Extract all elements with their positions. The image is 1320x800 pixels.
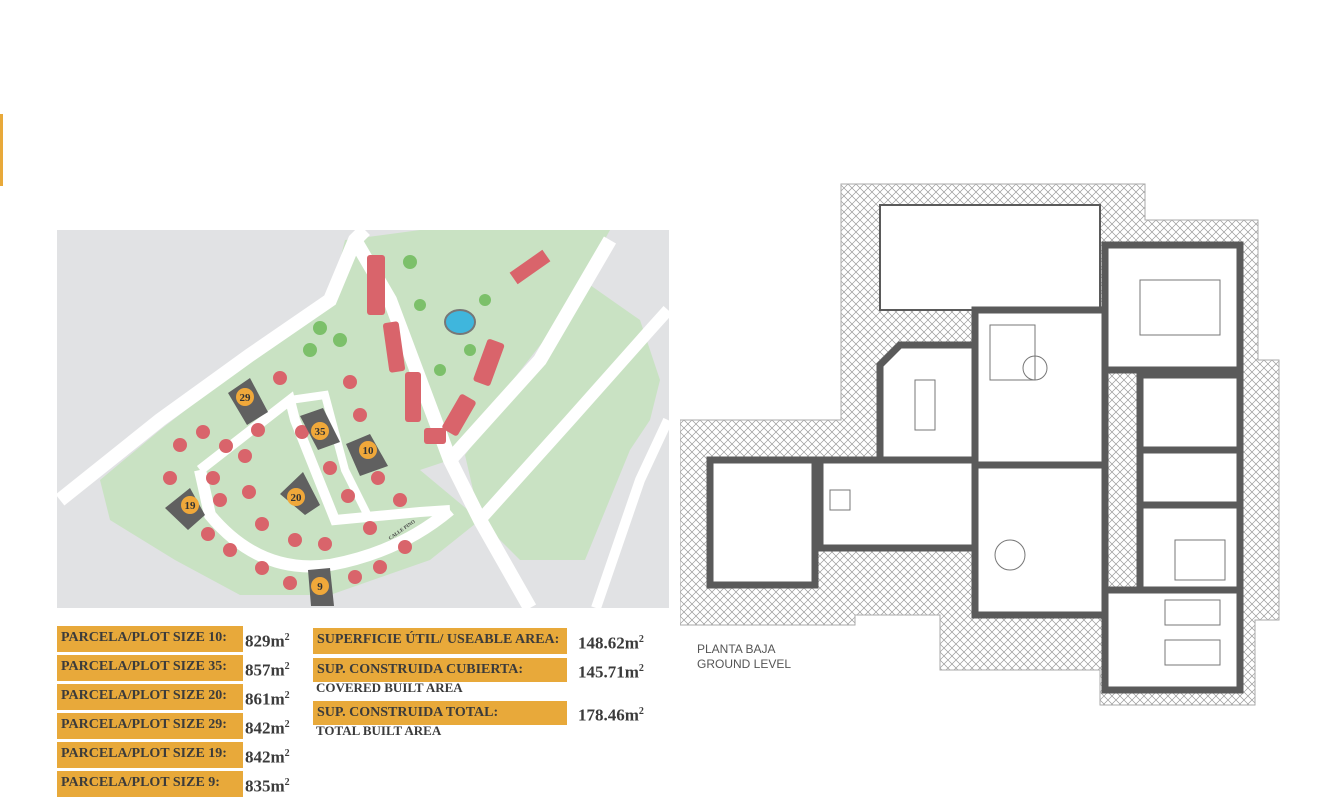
plot-size-label: PARCELA/PLOT SIZE 10:: [57, 626, 243, 652]
floor-plan-title-en: GROUND LEVEL: [697, 657, 792, 671]
plot-size-label: PARCELA/PLOT SIZE 29:: [57, 713, 243, 739]
area-label: SUPERFICIE ÚTIL/ USEABLE AREA:: [313, 628, 567, 654]
floor-plan-title-es: PLANTA BAJA: [697, 642, 776, 656]
area-value: 145.71m2: [578, 662, 644, 682]
plot-size-value: 835m2: [245, 776, 290, 796]
site-plan: 29 35 10 20 19 9 CALLE PINO: [57, 230, 669, 608]
plot-size-label: PARCELA/PLOT SIZE 9:: [57, 771, 243, 797]
area-value: 148.62m2: [578, 633, 644, 653]
plot-size-value: 842m2: [245, 747, 290, 767]
plot-marker-29: 29: [240, 392, 252, 404]
plot-size-label: PARCELA/PLOT SIZE 20:: [57, 684, 243, 710]
plot-size-value: 861m2: [245, 689, 290, 709]
plot-marker-35: 35: [315, 426, 327, 438]
plot-size-value: 829m2: [245, 631, 290, 651]
area-label: SUP. CONSTRUIDA TOTAL:: [313, 701, 567, 725]
floor-plan: [680, 183, 1280, 706]
area-sublabel: COVERED BUILT AREA: [316, 680, 463, 695]
plot-size-label: PARCELA/PLOT SIZE 19:: [57, 742, 243, 768]
plot-marker-19: 19: [185, 500, 197, 512]
area-value: 178.46m2: [578, 705, 644, 725]
floor-plan-title: PLANTA BAJA GROUND LEVEL: [697, 642, 791, 672]
plot-size-label: PARCELA/PLOT SIZE 35:: [57, 655, 243, 681]
plot-marker-9: 9: [317, 581, 323, 593]
area-sublabel: TOTAL BUILT AREA: [316, 723, 442, 738]
plot-marker-10: 10: [363, 445, 375, 457]
plot-marker-20: 20: [291, 492, 303, 504]
accent-bar: [0, 114, 3, 186]
area-label: SUP. CONSTRUIDA CUBIERTA:: [313, 658, 567, 682]
plot-size-value: 857m2: [245, 660, 290, 680]
plot-size-value: 842m2: [245, 718, 290, 738]
